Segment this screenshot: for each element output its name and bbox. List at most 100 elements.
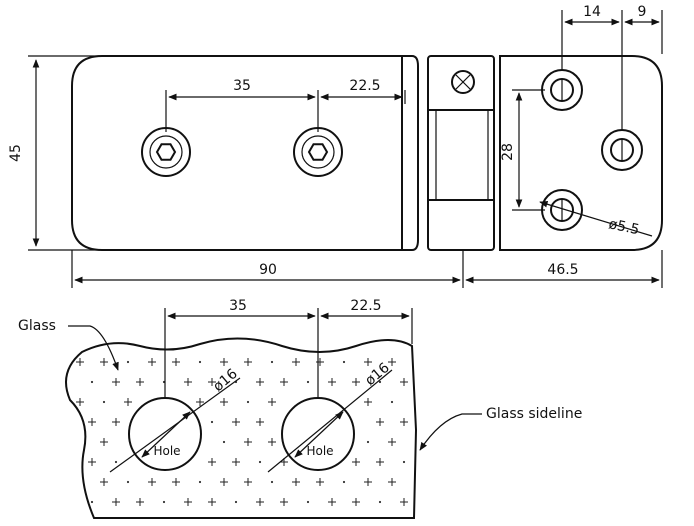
hex-screw-right <box>293 127 343 177</box>
screw-middle <box>601 129 643 171</box>
glass-sideline-callout-label: Glass sideline <box>486 406 582 422</box>
glass-callout-leader <box>68 325 119 371</box>
glass-texture-dot <box>246 400 250 404</box>
glass-texture-cross <box>196 398 204 406</box>
dim-16-left-label: ø16 <box>210 366 241 395</box>
hole-right-label: Hole <box>306 444 333 458</box>
dim-16-right-label: ø16 <box>362 360 393 389</box>
glass-texture-dot <box>162 500 166 504</box>
dim-upper-22-5-label: 22.5 <box>349 78 380 94</box>
glass-texture-dot <box>114 460 118 464</box>
glass-texture-cross <box>256 418 264 426</box>
glass-texture-cross <box>220 478 228 486</box>
glass-texture-cross <box>292 478 300 486</box>
glass-outline <box>65 337 418 519</box>
glass-texture-cross <box>400 498 408 506</box>
glass-texture-cross <box>328 378 336 386</box>
glass-texture-dot <box>306 380 310 384</box>
glass-texture-dot <box>342 480 346 484</box>
glass-texture-cross <box>232 418 240 426</box>
glass-texture-cross <box>328 498 336 506</box>
glass-texture-cross <box>292 358 300 366</box>
glass-texture-cross <box>364 478 372 486</box>
glass-callout-label: Glass <box>18 318 56 334</box>
glass-texture-cross <box>388 478 396 486</box>
dim-5-5-label: ø5.5 <box>607 216 640 238</box>
glass-texture-dot <box>198 360 202 364</box>
glass-texture-dot <box>198 480 202 484</box>
glass-texture-cross <box>388 438 396 446</box>
glass-texture-cross <box>400 418 408 426</box>
glass-texture-dot <box>210 420 214 424</box>
glass-texture-cross <box>316 478 324 486</box>
dim-lower-22-5-label: 22.5 <box>350 298 381 314</box>
glass-texture-cross <box>76 398 84 406</box>
hole-left-label: Hole <box>153 444 180 458</box>
glass-texture-cross <box>220 398 228 406</box>
glass-texture-cross <box>88 418 96 426</box>
glass-texture-cross <box>376 458 384 466</box>
hinge-knuckle-inner <box>427 109 495 201</box>
glass-texture-cross <box>124 398 132 406</box>
glass-texture-cross <box>376 418 384 426</box>
glass-texture-cross <box>100 358 108 366</box>
glass-texture-cross <box>352 498 360 506</box>
screw-bottom <box>541 189 583 231</box>
glass-texture-cross <box>256 378 264 386</box>
glass-texture-cross <box>148 478 156 486</box>
glass-texture-cross <box>100 478 108 486</box>
glass-texture-cross <box>136 498 144 506</box>
glass-texture-cross <box>184 498 192 506</box>
glass-texture-dot <box>390 400 394 404</box>
glass-texture-dot <box>90 500 94 504</box>
glass-texture-cross <box>364 398 372 406</box>
glass-texture-cross <box>352 458 360 466</box>
glass-texture-cross <box>112 378 120 386</box>
glass-texture-dot <box>366 440 370 444</box>
glass-texture-cross <box>100 438 108 446</box>
glass-texture-dot <box>270 480 274 484</box>
dim-upper-35-label: 35 <box>233 78 251 94</box>
glass-texture-cross <box>388 358 396 366</box>
glass-texture-dot <box>222 440 226 444</box>
glass-texture-cross <box>172 358 180 366</box>
dim-45-label: 45 <box>8 144 24 162</box>
glass-texture-cross <box>316 358 324 366</box>
glass-texture-cross <box>244 438 252 446</box>
right-plate-outline <box>499 55 663 251</box>
glass-texture-cross <box>400 378 408 386</box>
glass-texture-dot <box>90 380 94 384</box>
glass-texture-cross <box>352 378 360 386</box>
glass-texture-dot <box>378 380 382 384</box>
dim-46-5-label: 46.5 <box>547 262 578 278</box>
glass-texture-dot <box>270 360 274 364</box>
glass-texture-cross <box>88 458 96 466</box>
glass-texture-cross <box>244 478 252 486</box>
glass-texture-dot <box>402 460 406 464</box>
hole-left <box>128 397 202 471</box>
glass-texture-cross <box>208 378 216 386</box>
dim-lower-35-label: 35 <box>229 298 247 314</box>
plate-end-strip <box>402 55 419 251</box>
glass-texture-cross <box>280 378 288 386</box>
left-plate-outline <box>71 55 403 251</box>
glass-texture-cross <box>256 498 264 506</box>
glass-texture-cross <box>184 378 192 386</box>
knuckle-screw <box>451 70 475 94</box>
glass-texture-cross <box>208 458 216 466</box>
dim-14-label: 14 <box>583 4 601 20</box>
glass-texture <box>76 358 408 506</box>
hole-right <box>281 397 355 471</box>
glass-texture-cross <box>268 398 276 406</box>
glass-texture-dot <box>258 460 262 464</box>
glass-texture-cross <box>244 358 252 366</box>
glass-texture-cross <box>280 498 288 506</box>
hex-screw-left <box>141 127 191 177</box>
dim-9-label: 9 <box>638 4 647 20</box>
hinge-top-view: 45 35 22.5 14 9 28 ø5.5 90 46.5 <box>8 4 663 288</box>
glass-texture-dot <box>378 500 382 504</box>
glass-texture-cross <box>364 358 372 366</box>
glass-texture-dot <box>234 500 238 504</box>
glass-texture-dot <box>306 500 310 504</box>
